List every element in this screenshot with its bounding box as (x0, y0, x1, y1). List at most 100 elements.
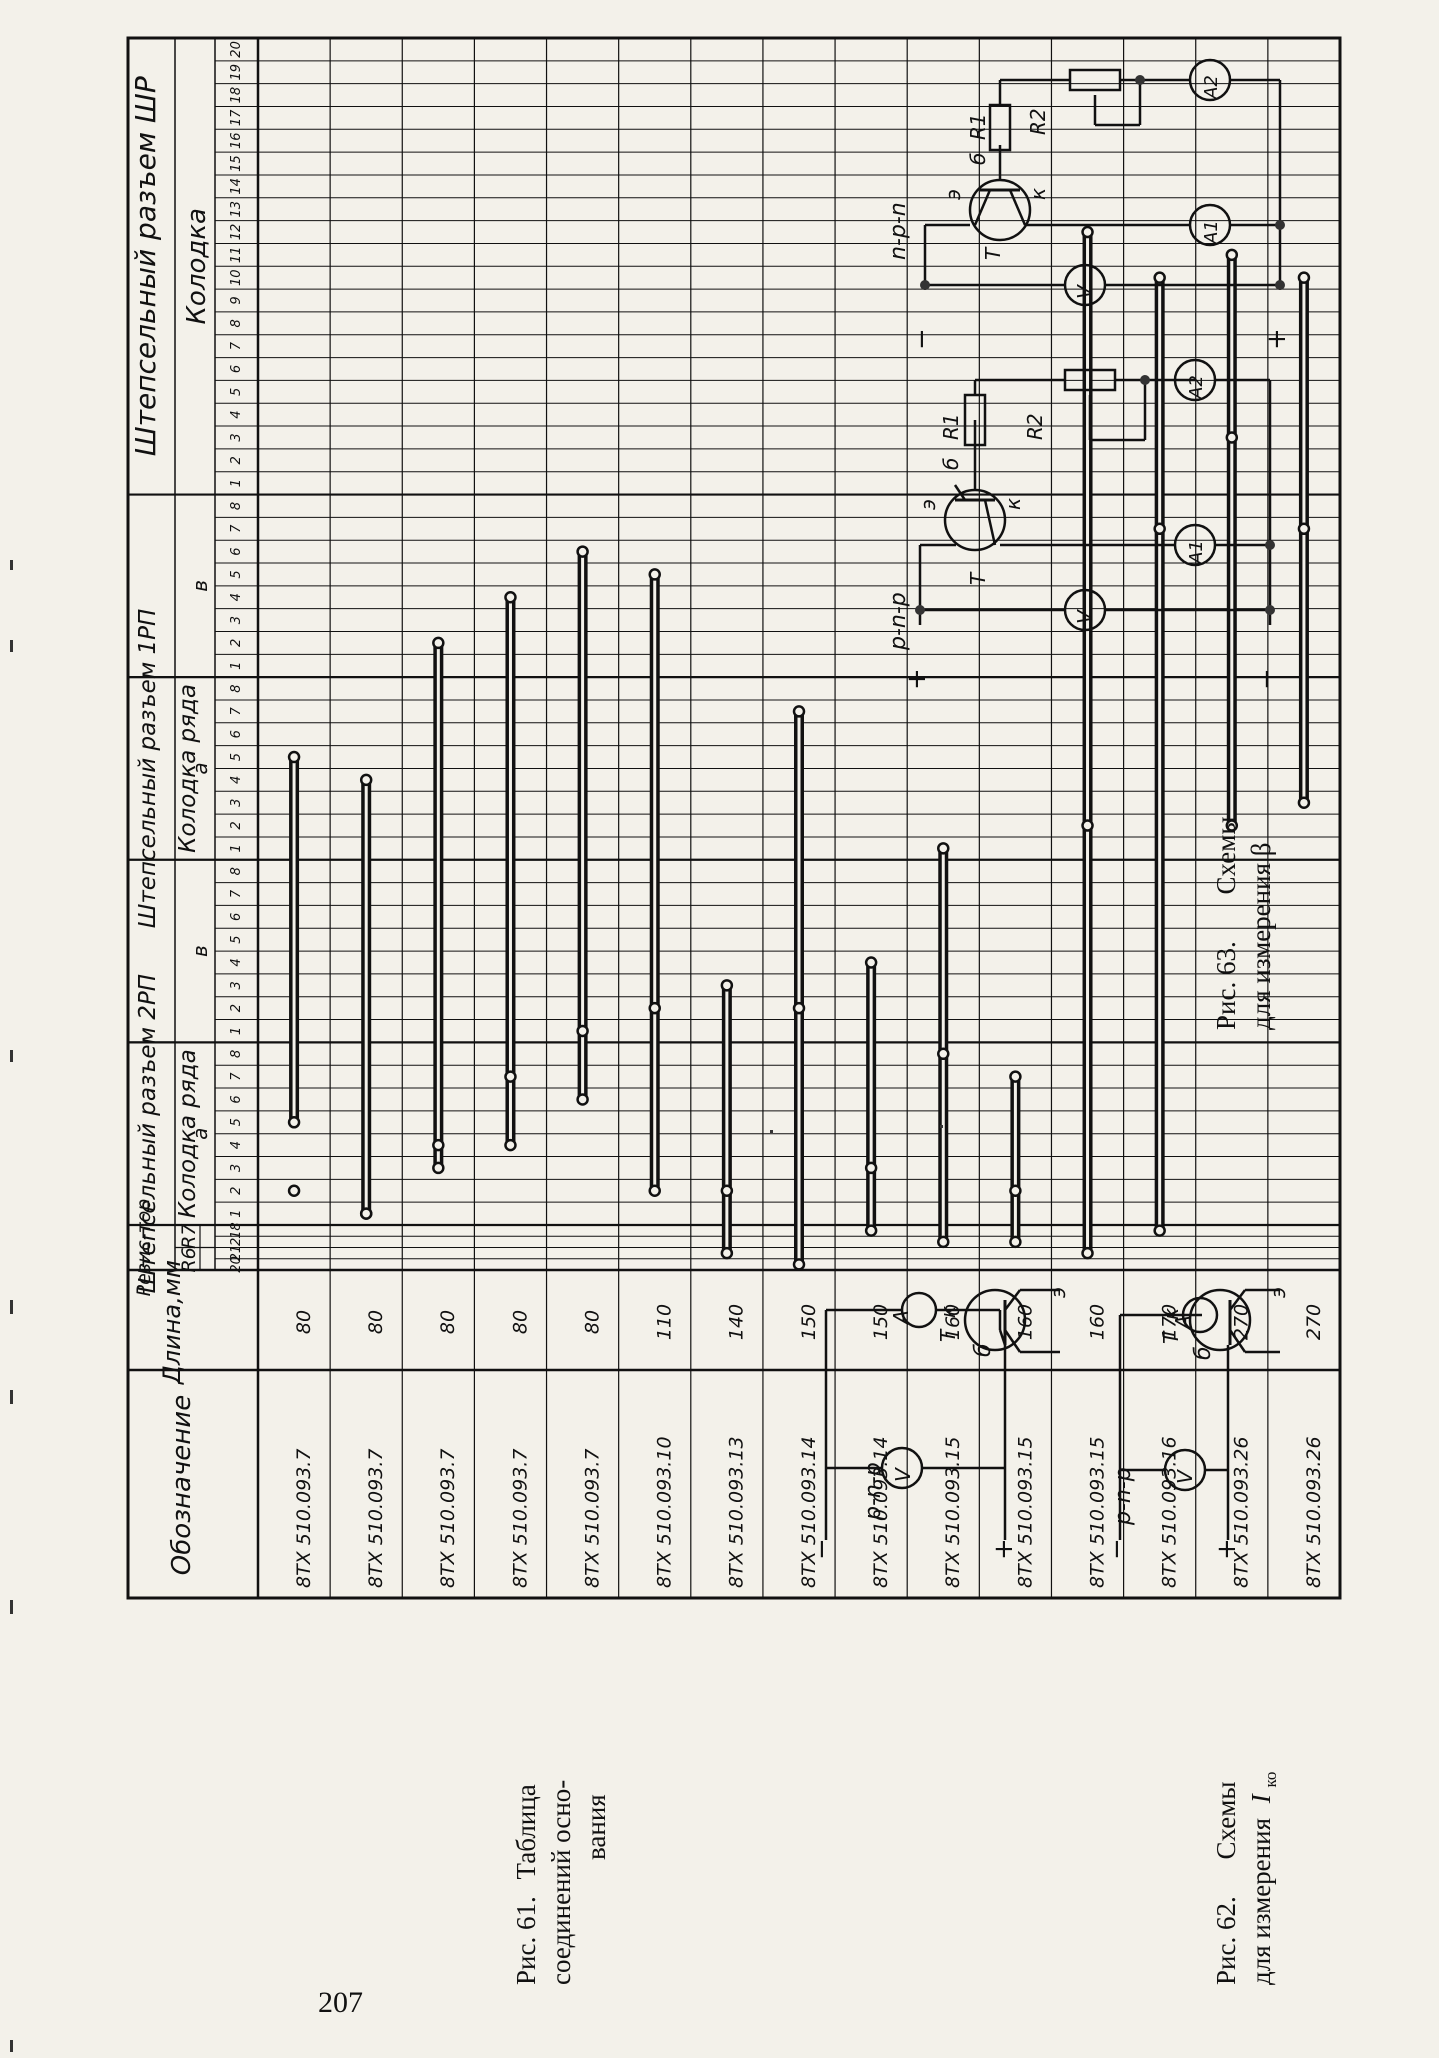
fig63-pnp-a2-label: A2 (1186, 375, 1207, 400)
pin-number: 2 (229, 1187, 244, 1195)
fig63-npn-a2-label: A2 (1201, 75, 1222, 100)
table-row-length: 80 (437, 1310, 459, 1334)
pin-number: 5 (229, 753, 244, 761)
fig63-npn-voltmeter-label: V (1073, 284, 1097, 299)
wire-node (1081, 225, 1094, 239)
wire-node (287, 1184, 301, 1198)
pin-number: 2 (229, 821, 244, 829)
wire-node (1153, 271, 1166, 284)
pin-number: 8 (229, 867, 244, 875)
fig62-top-pnp-label: p-n-p (861, 1462, 886, 1521)
fig62-top-collector-label: к (936, 1306, 960, 1318)
pin-number: 7 (229, 524, 244, 533)
wire-node (359, 773, 373, 787)
pin-number: 3 (229, 433, 244, 441)
fig62-bottom-voltmeter-label: V (1173, 1469, 1197, 1484)
pin-number: 5 (229, 388, 244, 396)
fig63-npn-plus: + (1262, 328, 1292, 350)
pin-number: 18 (229, 1222, 244, 1239)
fig62-caption: Рис. 62. Схемы для измерения I ко (1211, 1772, 1280, 1985)
fig63-pnp-a1-label: A1 (1186, 540, 1207, 565)
wire-node (504, 1138, 517, 1152)
fig63-npn-r2-label: R2 (1026, 108, 1050, 135)
table-row-length: 270 (1303, 1304, 1325, 1340)
pin-number: 8 (229, 319, 244, 327)
fig62-schematic-bottom (1118, 1288, 1280, 1540)
fig62-top-emitter-label: э (1046, 1287, 1070, 1298)
fig63-pnp-junctions (915, 375, 1275, 615)
fig63-pnp-plus: + (902, 668, 932, 690)
wire-node (1009, 1184, 1022, 1198)
fig62-caption-label: Рис. 62. (1211, 1896, 1241, 1985)
wire-node (937, 1235, 950, 1249)
table-row-designation: 8ТХ 510.093.15 (942, 1436, 964, 1588)
fig63-npn-a1-label: A1 (1201, 220, 1222, 245)
pin-number: 6 (229, 730, 244, 738)
fig62-top-minus: − (807, 1538, 837, 1560)
table-row-length: 170 (1159, 1304, 1181, 1340)
table-row-designation: 8ТХ 510.093.7 (581, 1449, 603, 1588)
wire-node (1009, 1070, 1022, 1083)
header-2rp-b: в (188, 945, 212, 957)
svg-text:Рис. 62. Схемы: Рис. 62. Схемы (1211, 1782, 1241, 1986)
pin-number: 6 (229, 1095, 244, 1103)
wire-node (1153, 1224, 1166, 1237)
wire-node (504, 1070, 517, 1083)
wire-node (864, 1224, 878, 1237)
table-row-designation: 8ТХ 510.093.14 (798, 1436, 820, 1588)
pin-number: 20 (229, 41, 244, 58)
fig63-pnp-voltmeter-label: V (1073, 609, 1097, 624)
svg-text:Рис. 63. Схемы: Рис. 63. Схемы (1211, 817, 1241, 1031)
svg-text:Рис. 61. Таблица: Рис. 61. Таблица (511, 1784, 541, 1985)
wire-node (648, 568, 661, 581)
fig63-npn-base-label: б (966, 153, 990, 165)
table-row-length: 150 (870, 1304, 892, 1340)
table-row-designation: 8ТХ 510.093.16 (1159, 1436, 1181, 1588)
pin-number: 3 (229, 981, 244, 989)
fig63-pnp-label: p-n-p (886, 592, 911, 651)
header-1rp-a: а (188, 762, 212, 774)
svg-text:для измерения I ко: для измерения I ко (1246, 1772, 1280, 1985)
header-shr-block: Колодка (182, 208, 212, 325)
fig62-bottom-pnp-label: p-n-p (1111, 1467, 1136, 1526)
header-shr-title: Штепсельный разъем ШР (129, 76, 162, 456)
table-row-designation: 8ТХ 510.093.26 (1303, 1436, 1325, 1588)
pin-number: 18 (229, 87, 244, 104)
pin-number: 1 (229, 662, 244, 670)
pin-number: 13 (229, 201, 244, 218)
fig62-schematic-top (824, 1288, 1060, 1540)
fig62-bottom-ammeter-label: A (1171, 1315, 1195, 1331)
pin-number: 2 (229, 639, 244, 647)
pin-number: 7 (229, 1072, 244, 1081)
wire-node (1081, 1246, 1094, 1260)
wire-node (432, 1138, 445, 1152)
wire-node (1297, 522, 1311, 536)
fig63-caption-label: Рис. 63. (1211, 941, 1241, 1030)
fig63-npn-r1-label: R1 (966, 113, 990, 140)
pin-number: 10 (229, 269, 244, 286)
wire-node (720, 1184, 734, 1198)
pin-number: 1 (229, 1209, 244, 1217)
header-resistor: Резис-тор (133, 1199, 155, 1297)
wire-node (1081, 819, 1094, 832)
pin-number: 7 (229, 889, 244, 898)
table-row-length: 150 (798, 1304, 820, 1340)
header-1rp-title: Штепсельный разъем 1РП (135, 609, 161, 928)
fig62-bottom-emitter-label: э (1266, 1287, 1290, 1298)
fig62-bottom-transistor-label: Т (1159, 1330, 1183, 1344)
pin-number: 15 (229, 155, 244, 172)
fig63-schematic-npn (923, 58, 1282, 307)
fig61-caption-line3: вания (581, 1794, 611, 1860)
fig62-top-ammeter-label: A (889, 1310, 913, 1326)
pin-number: 20 (229, 1256, 244, 1273)
pin-number: 11 (229, 247, 244, 264)
fig63-caption-line2: для измерения β (1246, 843, 1276, 1030)
pin-number: 5 (229, 570, 244, 578)
table-row-designation: 8ТХ 510.093.26 (1231, 1436, 1253, 1588)
wire-node (576, 1093, 589, 1106)
wire-node (937, 842, 950, 855)
table-row-designation: 8ТХ 510.093.7 (293, 1449, 315, 1588)
table-row-designation: 8ТХ 510.093.7 (437, 1449, 459, 1588)
